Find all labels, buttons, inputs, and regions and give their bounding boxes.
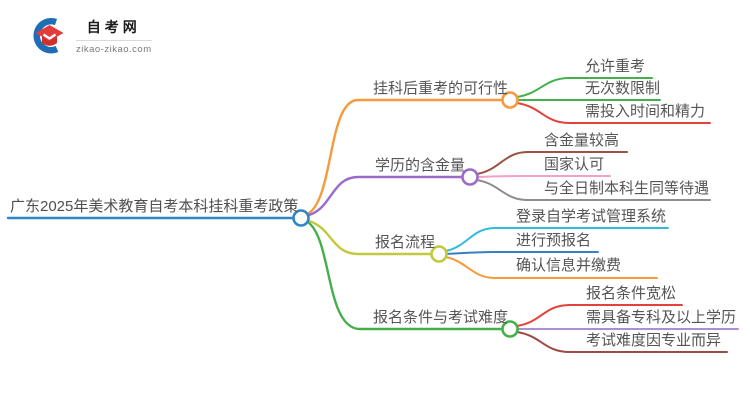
branch-2-child-2-link bbox=[477, 175, 611, 178]
root-node-circle bbox=[292, 209, 310, 227]
branch-3-label: 报名流程 bbox=[375, 234, 436, 251]
logo-title: 自考网 bbox=[86, 19, 141, 35]
branch-4-child-1-link bbox=[516, 304, 683, 327]
root-topic-label: 广东2025年美术教育自考本科挂科重考政策 bbox=[10, 198, 299, 215]
branch-2-child-1-link bbox=[476, 151, 628, 175]
leaf-label: 无次数限制 bbox=[585, 80, 661, 97]
leaf-label: 需具备专科及以上学历 bbox=[586, 309, 737, 326]
leaf-label: 登录自学考试管理系统 bbox=[516, 208, 667, 225]
logo-crescent bbox=[33, 18, 59, 54]
branch-2-label: 学历的含金量 bbox=[375, 157, 466, 174]
logo-cap-board bbox=[35, 25, 64, 41]
branch-3-child-2-link bbox=[446, 251, 599, 255]
leaf-label: 报名条件宽松 bbox=[586, 285, 677, 302]
branch-1-child-3-link bbox=[516, 102, 711, 124]
branch-2-child-3-link bbox=[476, 179, 711, 201]
leaf-label: 含金量较高 bbox=[544, 132, 620, 149]
leaf-label: 与全日制本科生同等待遇 bbox=[544, 180, 710, 197]
branch-1-label: 挂科后重考的可行性 bbox=[373, 80, 509, 97]
leaf-label: 确认信息并缴费 bbox=[516, 257, 622, 274]
logo-text-block: 自考网 zikao-zikao.com bbox=[76, 17, 152, 55]
site-logo[interactable]: 自考网 zikao-zikao.com bbox=[30, 16, 152, 56]
leaf-label: 需投入时间和精力 bbox=[585, 103, 706, 120]
branch-1-circle bbox=[501, 91, 519, 109]
leaf-label: 进行预报名 bbox=[516, 232, 592, 249]
branch-3-child-1-link bbox=[445, 227, 669, 252]
branch-1-link bbox=[307, 98, 504, 215]
branch-1-child-1-link bbox=[516, 77, 653, 98]
branch-4-child-3-link bbox=[516, 331, 728, 353]
branch-2-link bbox=[307, 175, 464, 217]
branch-4-link bbox=[307, 221, 504, 331]
branch-4-circle bbox=[501, 320, 519, 338]
branch-4-label: 报名条件与考试难度 bbox=[373, 309, 509, 326]
leaf-label: 允许重考 bbox=[585, 58, 646, 75]
branch-3-child-3-link bbox=[445, 256, 658, 279]
graduation-cap-icon bbox=[33, 18, 64, 54]
leaf-label: 国家认可 bbox=[544, 156, 605, 173]
leaf-label: 考试难度因专业而异 bbox=[586, 332, 722, 349]
logo-cap-chevron bbox=[42, 33, 57, 40]
branch-3-link bbox=[307, 219, 433, 256]
branch-3-circle bbox=[430, 245, 448, 263]
logo-domain: zikao-zikao.com bbox=[76, 40, 152, 55]
branch-2-circle bbox=[461, 168, 479, 186]
